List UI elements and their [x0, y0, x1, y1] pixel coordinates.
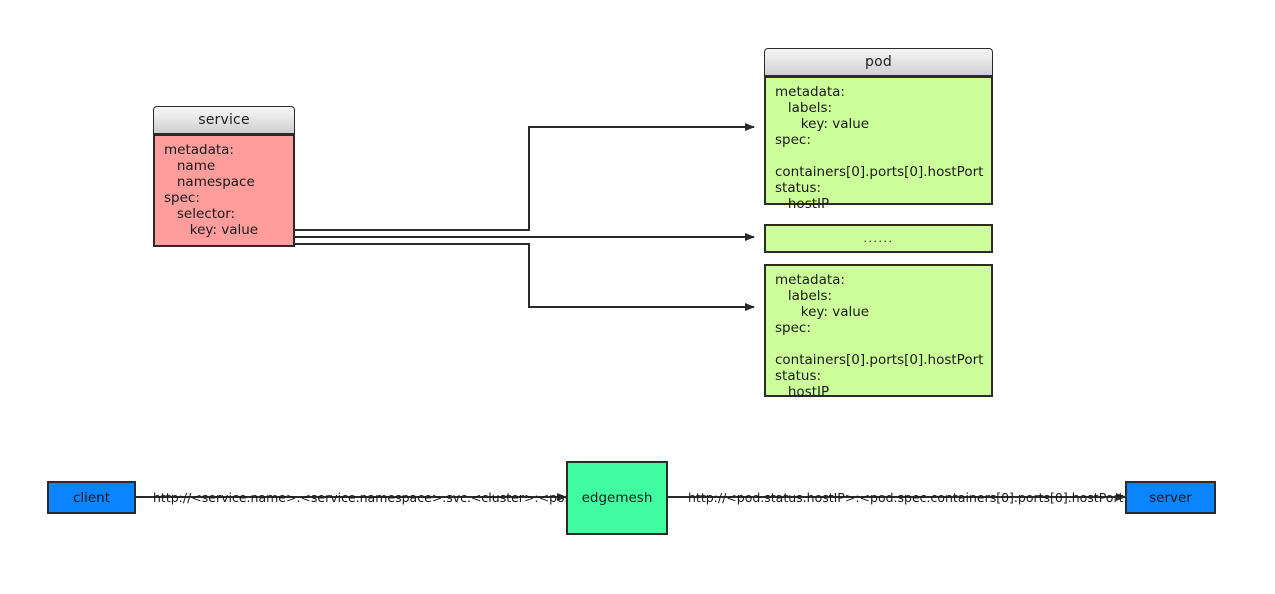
server-node-label: server [1149, 489, 1192, 506]
pod-box-1[interactable]: pod metadata: labels: key: value spec: c… [764, 48, 993, 212]
edgemesh-node-label: edgemesh [581, 490, 653, 506]
pod-ellipsis-label: ...... [863, 232, 894, 245]
service-box[interactable]: service metadata: name namespace spec: s… [153, 106, 295, 247]
pod-box-1-title: pod [865, 54, 892, 70]
service-box-body: metadata: name namespace spec: selector:… [153, 134, 295, 247]
pod-box-3[interactable]: metadata: labels: key: value spec: conta… [764, 264, 993, 400]
service-box-header: service [153, 106, 295, 134]
pod-box-1-body: metadata: labels: key: value spec: conta… [764, 76, 993, 212]
connector-service-to-pod-1 [295, 123, 755, 231]
server-node[interactable]: server [1125, 481, 1216, 514]
client-node-label: client [72, 489, 111, 506]
connector-service-to-pod-3 [295, 243, 755, 311]
client-to-edgemesh-url-label: http://<service.name>.<service.namespace… [153, 490, 586, 505]
edgemesh-node[interactable]: edgemesh [566, 461, 668, 535]
pod-box-1-header: pod [764, 48, 993, 76]
client-node[interactable]: client [47, 481, 136, 514]
service-box-title: service [198, 112, 250, 128]
edgemesh-to-server-url-label: http://<pod.status.hostIP>:<pod.spec.con… [688, 490, 1134, 505]
pod-box-ellipsis[interactable]: ...... [764, 224, 993, 253]
